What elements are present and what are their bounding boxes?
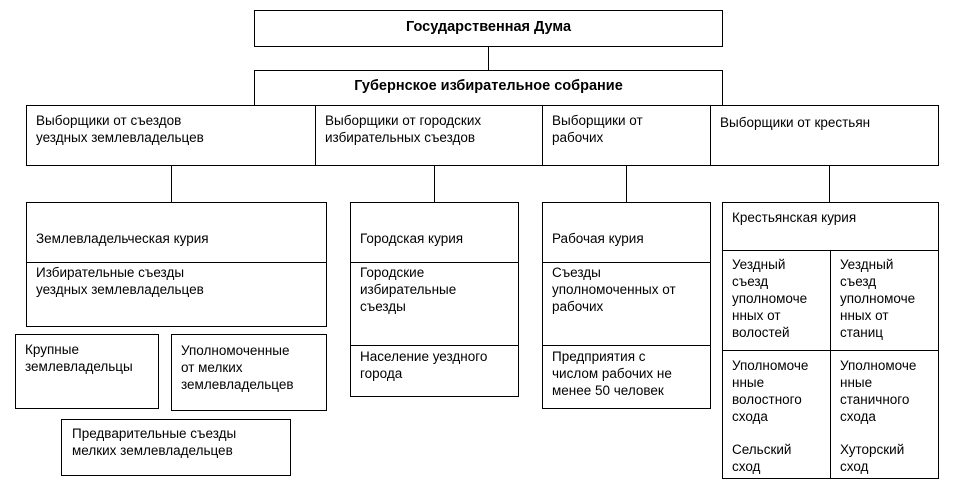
landowner-divider	[26, 262, 327, 263]
worker-curia-label: Рабочая курия	[552, 231, 644, 246]
peasant-volost-delegates-label: Уполномоче нные волостного схода	[732, 358, 809, 424]
electors-divider-3	[710, 105, 711, 166]
electors-row	[26, 105, 939, 166]
city-curia-label: Городская курия	[360, 231, 464, 246]
city-divider-1	[350, 262, 519, 263]
city-congresses-label: Городские избирательные съезды	[360, 265, 457, 314]
electors-landowners: Выборщики от съездов уездных землевладел…	[36, 113, 204, 145]
peasant-volost-congress-label: Уездный съезд уполномоче нных от волосте…	[732, 257, 808, 340]
worker-divider-2	[542, 345, 711, 346]
peasant-curia-label: Крестьянская курия	[732, 210, 857, 225]
peasant-stanitsa-congress-label: Уездный съезд уполномоче нных от станиц	[840, 257, 916, 340]
worker-curia-box	[542, 202, 711, 409]
gubernskoe-box: Губернское избирательное собрание	[254, 70, 723, 106]
small-delegates-box: Уполномоченные от мелких землевладельцев	[171, 334, 327, 411]
duma-box: Государственная Дума	[254, 10, 723, 47]
peasant-farmstead-label: Хуторский сход	[840, 442, 905, 474]
electors-workers: Выборщики от рабочих	[552, 113, 643, 145]
connector-peasant	[829, 166, 830, 203]
connector-duma-gubernskoe	[488, 46, 489, 71]
connector-landowner	[171, 166, 172, 203]
peasant-stanitsa-delegates-label: Уполномоче нные станичного схода	[840, 358, 917, 424]
peasant-divider-vertical	[830, 250, 831, 479]
electors-peasants: Выборщики от крестьян	[720, 115, 871, 130]
preliminary-congresses-box: Предварительные съезды мелких землевладе…	[61, 419, 291, 476]
worker-divider-1	[542, 262, 711, 263]
electors-divider-1	[315, 105, 316, 166]
worker-congresses-label: Съезды уполномоченных от рабочих	[552, 265, 676, 314]
connector-city	[434, 166, 435, 203]
preliminary-congresses-label: Предварительные съезды мелких землевладе…	[72, 426, 237, 458]
landowner-curia-label: Землевладельческая курия	[36, 231, 209, 246]
peasant-village-label: Сельский сход	[732, 442, 792, 474]
electors-divider-2	[542, 105, 543, 166]
landowner-congresses-label: Избирательные съезды уездных землевладел…	[36, 265, 204, 297]
city-population-label: Население уездного города	[360, 349, 488, 381]
worker-enterprises-label: Предприятия с числом рабочих не менее 50…	[552, 349, 672, 398]
city-curia-box	[350, 202, 519, 397]
small-delegates-label: Уполномоченные от мелких землевладельцев	[181, 343, 294, 392]
electors-city: Выборщики от городских избирательных съе…	[325, 113, 482, 145]
large-landowners-box: Крупные землевладельцы	[15, 334, 159, 409]
gubernskoe-label: Губернское избирательное собрание	[354, 78, 623, 94]
large-landowners-label: Крупные землевладельцы	[25, 342, 133, 374]
city-divider-2	[350, 345, 519, 346]
duma-label: Государственная Дума	[405, 19, 572, 35]
connector-worker	[626, 166, 627, 203]
landowner-curia-box	[26, 202, 327, 327]
